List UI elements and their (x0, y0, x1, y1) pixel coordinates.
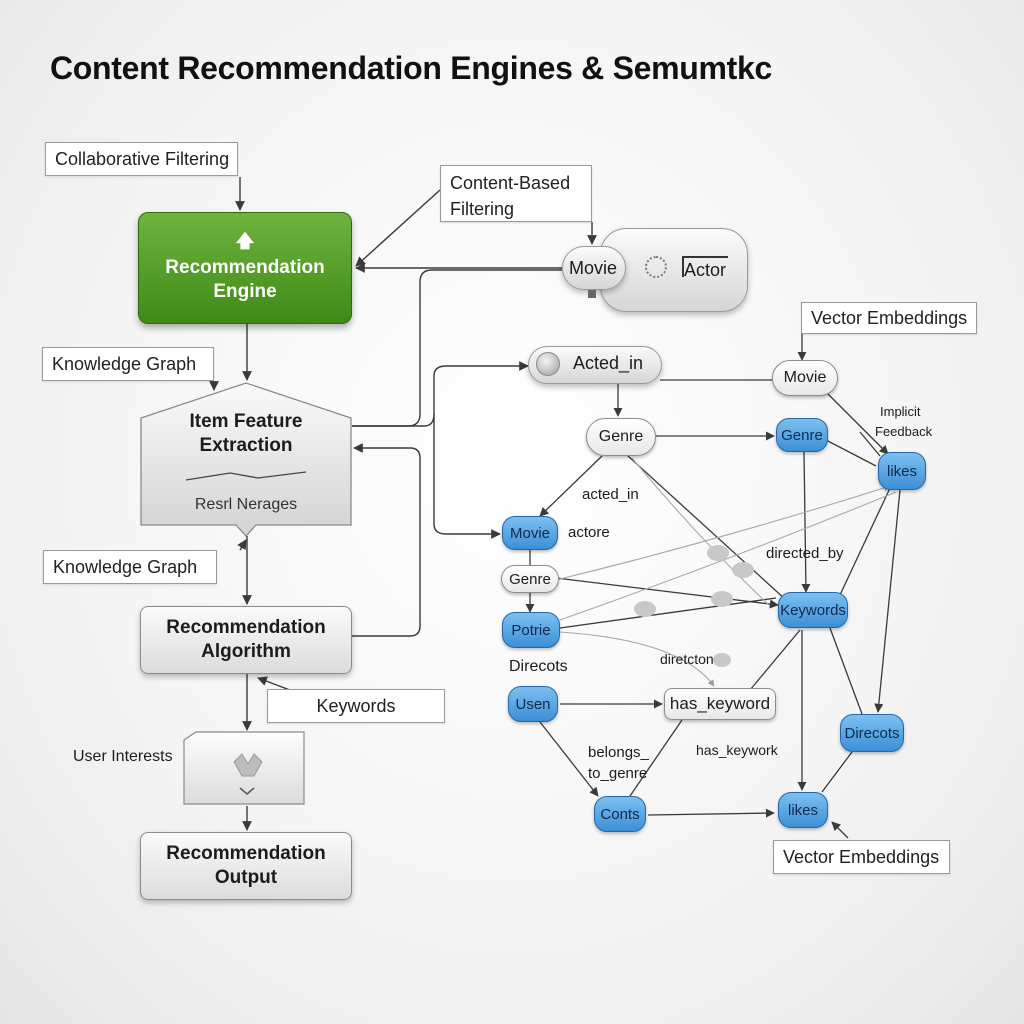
edge-dot (711, 591, 733, 607)
edge-dot (732, 562, 754, 578)
page-title: Content Recommendation Engines & Semumtk… (50, 50, 773, 86)
extraction-subtitle: Resrl Nerages (194, 496, 298, 513)
edge-label-belongs-line2: to_genre (588, 765, 648, 782)
node-has-keyword[interactable]: has_keyword (664, 688, 776, 720)
edge-genre-to-movieblue (539, 455, 603, 517)
edge-conts-to-likes (647, 808, 775, 818)
algorithm-line1: Recommendation (166, 617, 326, 638)
actor-cursor-icon (682, 257, 684, 277)
edge-likes-to-keywords (839, 487, 891, 596)
edge-label-direction: diretcton (660, 651, 714, 667)
edge-faint-4 (631, 457, 771, 607)
item-feature-extraction-shape[interactable] (138, 380, 354, 542)
edge-label-acted-in: acted_in (582, 486, 639, 503)
edge-label-direcots: Direcots (509, 658, 568, 675)
engine-line2: Engine (213, 281, 277, 302)
extraction-title: Item Feature Extraction (138, 410, 354, 458)
edge-direcots-to-likes (821, 751, 853, 793)
edge-vec-bottom-to-likes (831, 821, 849, 839)
extraction-line1: Item Feature (189, 411, 303, 432)
edge-extraction-to-actedin (352, 361, 529, 427)
edge-faint-3 (559, 631, 715, 687)
edge-label-actore: actore (568, 524, 610, 541)
edge-keywords-to-algorithm (257, 676, 291, 691)
recommendation-engine-box[interactable]: 🡅 Recommendation Engine (138, 212, 352, 324)
edge-label-directed-by: directed_by (766, 545, 844, 562)
edge-movie-loop-extraction (352, 269, 562, 427)
edge-algorithm-loop (352, 443, 421, 637)
node-direcots[interactable]: Direcots (840, 714, 904, 752)
output-line1: Recommendation (166, 843, 326, 864)
node-conts[interactable]: Conts (594, 796, 646, 832)
user-interests-label: User Interests (73, 748, 173, 765)
edge-kg-bottom-to-extraction (237, 539, 247, 551)
node-keywords[interactable]: Keywords (778, 592, 848, 628)
node-genre-blue[interactable]: Genre (776, 418, 828, 452)
edge-likes-to-direcots (874, 489, 901, 713)
edge-genre-to-keywords (627, 455, 787, 601)
knowledge-graph-bottom-label: Knowledge Graph (43, 550, 217, 584)
vector-embeddings-top-label: Vector Embeddings (801, 302, 977, 334)
movie-pill[interactable] (562, 246, 626, 290)
recommendation-algorithm-box[interactable]: Recommendation Algorithm (140, 606, 352, 674)
node-likes-top[interactable]: likes (878, 452, 926, 490)
movie-pill-label: Movie (569, 258, 618, 278)
engine-line1: Recommendation (165, 257, 325, 278)
edge-contentbased-to-engine (355, 189, 441, 267)
collaborative-filtering-label: Collaborative Filtering (45, 142, 238, 176)
actor-pill-label: Actor (684, 260, 727, 280)
recommendation-output-box[interactable]: Recommendation Output (140, 832, 352, 900)
edge-usen-to-conts (539, 721, 599, 797)
edge-potrie-to-keywords (559, 597, 777, 629)
edge-dot (713, 653, 731, 667)
knowledge-graph-top-label: Knowledge Graph (42, 347, 214, 381)
node-genre-top[interactable]: Genre (586, 418, 656, 456)
user-interests-document-icon (183, 731, 305, 805)
edge-label-belongs-line1: belongs_ (588, 744, 649, 761)
acted-in-pill-label: Acted_in (573, 353, 644, 373)
edge-extraction-to-movieblue (433, 414, 501, 539)
edge-dot (707, 545, 729, 561)
actor-bar-icon (682, 256, 728, 258)
edge-hk-to-conts (629, 719, 683, 797)
pill-connector-icon (588, 290, 596, 298)
edge-genreblue-to-keywords (801, 451, 811, 593)
extraction-line2: Extraction (199, 435, 293, 456)
user-avatar-icon (536, 352, 560, 376)
edge-genreblue-to-likes (825, 439, 877, 467)
up-arrow-icon: 🡅 (235, 231, 255, 251)
node-movie-top[interactable]: Movie (772, 360, 838, 396)
node-usen[interactable]: Usen (508, 686, 558, 722)
edge-genremid-to-keywords (555, 577, 779, 609)
algorithm-line2: Algorithm (201, 641, 291, 662)
edge-keywords-to-direcots (829, 627, 863, 715)
output-line2: Output (214, 867, 278, 888)
node-potrie[interactable]: Potrie (502, 612, 560, 648)
settings-gear-icon (645, 256, 667, 278)
node-genre-mid[interactable]: Genre (501, 565, 559, 593)
content-based-filtering-label: Content-Based Filtering (440, 165, 592, 222)
edge-faint-2 (559, 491, 897, 621)
keywords-label: Keywords (267, 689, 445, 723)
edge-keywords-to-hk (749, 629, 801, 691)
edge-label-has-keywork: has_keywork (696, 742, 778, 758)
node-movie-blue[interactable]: Movie (502, 516, 558, 550)
implicit-label-line1: Implicit (880, 404, 921, 419)
edge-implicit-to-likes (859, 431, 881, 457)
edge-faint-1 (555, 484, 891, 581)
implicit-label-line2: Feedback (875, 424, 933, 439)
node-likes-bottom[interactable]: likes (778, 792, 828, 828)
edge-movie-to-likes (825, 391, 889, 455)
vector-embeddings-bottom-label: Vector Embeddings (773, 840, 950, 874)
edge-dot (634, 601, 656, 617)
